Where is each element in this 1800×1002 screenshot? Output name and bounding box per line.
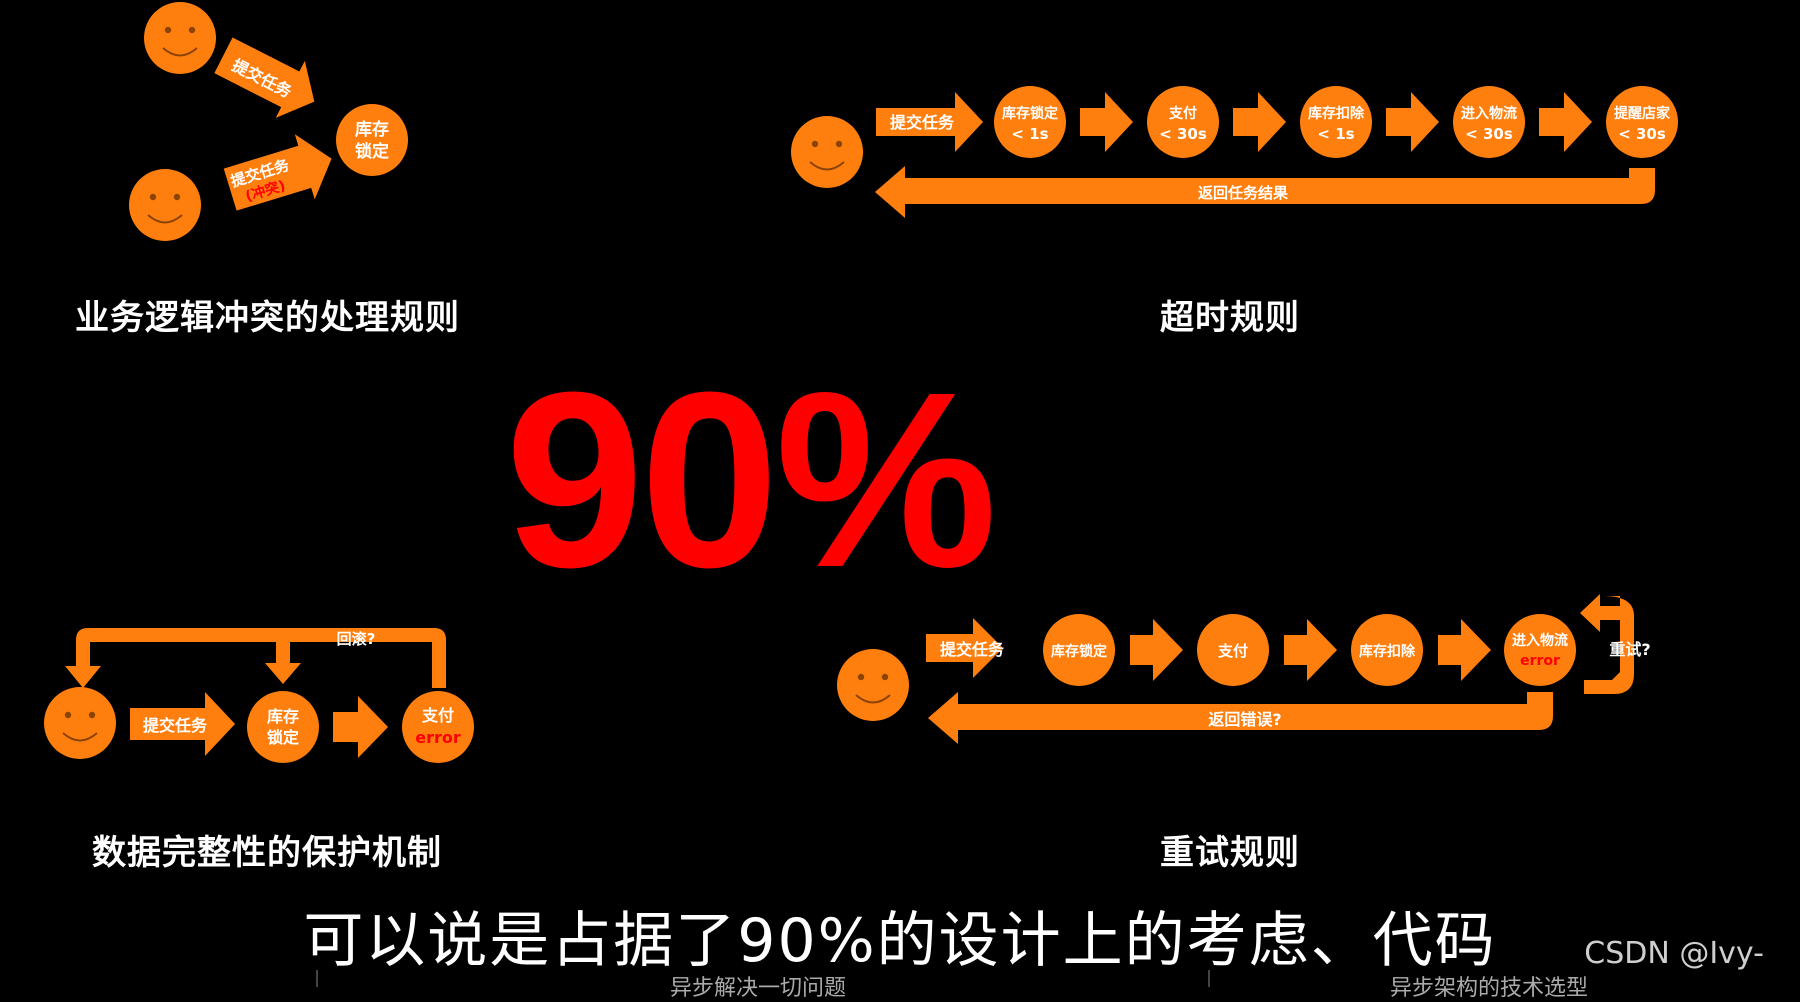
q1-user-bottom-smiley-icon	[128, 168, 202, 242]
q4-start-label: 提交任务	[940, 640, 1005, 659]
q1-user-top-smiley-icon	[143, 1, 217, 75]
q2-step-1	[994, 86, 1066, 158]
q4-step-2-name: 支付	[1217, 642, 1248, 660]
bottom-chapter-right: 异步架构的技术选型	[1390, 976, 1589, 1001]
q2-user-smiley-icon	[790, 115, 864, 189]
q3-pay-node	[402, 691, 474, 763]
q3-arrow-to-pay	[333, 696, 388, 758]
q4-step-1	[1043, 614, 1115, 686]
q4-diagram: 提交任务 库存锁定 支付 库存扣除 进入物流 error 重试? 返回错误?	[836, 594, 1651, 744]
q4-step-3	[1351, 614, 1423, 686]
q4-return-arrow	[928, 692, 1553, 744]
q4-logistics-name: 进入物流	[1512, 632, 1568, 649]
q2-step-3	[1300, 86, 1372, 158]
q2-arrow-3	[1386, 92, 1439, 152]
q3-rollback-label: 回滚?	[337, 630, 376, 648]
q4-retry-arrow	[1580, 594, 1634, 694]
csdn-watermark: CSDN @Ivy-	[1584, 936, 1764, 971]
q2-step-5	[1606, 86, 1678, 158]
q4-arrow-3	[1438, 619, 1491, 681]
q1-heading: 业务逻辑冲突的处理规则	[75, 298, 460, 338]
q3-pay-line1: 支付	[421, 706, 454, 725]
q2-heading: 超时规则	[1160, 298, 1300, 338]
q2-step-5-name: 提醒店家	[1614, 105, 1671, 122]
q4-arrow-1	[1130, 619, 1183, 681]
q1-node-line1: 库存	[355, 119, 389, 140]
q2-step-2-time: < 30s	[1159, 125, 1207, 143]
q2-arrow-1	[1080, 92, 1133, 152]
q1-inventory-lock-node	[336, 104, 408, 176]
q4-user-smiley-icon	[836, 648, 910, 722]
q3-user-smiley-icon	[43, 686, 117, 760]
q1-arrow-submit-bottom	[223, 134, 332, 211]
q3-pay-error: error	[415, 728, 461, 747]
q2-start-label: 提交任务	[890, 113, 955, 132]
q2-return-arrow	[875, 166, 1655, 218]
q2-step-1-name: 库存锁定	[1002, 105, 1058, 122]
q3-inventory-lock-node	[247, 691, 319, 763]
q2-step-3-time: < 1s	[1317, 125, 1354, 143]
q2-step-5-time: < 30s	[1618, 125, 1666, 143]
q2-diagram: 提交任务 库存锁定 < 1s 支付 < 30s 库存扣除 < 1s 进入物流 <…	[790, 86, 1678, 218]
q1-diagram: 提交任务 提交任务 (冲突) 库存 锁定	[128, 1, 408, 242]
q4-step-1-name: 库存锁定	[1051, 643, 1107, 660]
q2-step-3-name: 库存扣除	[1308, 105, 1365, 122]
q3-diagram: 回滚? 提交任务 库存 锁定 支付 error	[43, 628, 474, 763]
q2-step-4-time: < 30s	[1465, 125, 1513, 143]
q2-step-2-name: 支付	[1168, 105, 1197, 122]
q4-step-3-name: 库存扣除	[1359, 643, 1416, 660]
q4-heading: 重试规则	[1160, 833, 1300, 873]
q2-step-4-name: 进入物流	[1461, 105, 1517, 122]
q3-submit-arrow	[130, 692, 235, 756]
q4-logistics-error: error	[1520, 653, 1560, 669]
q2-step-1-time: < 1s	[1011, 125, 1048, 143]
q2-start-arrow	[876, 92, 983, 152]
video-subtitle: 可以说是占据了90%的设计上的考虑、代码	[303, 906, 1497, 976]
q1-arrow-submit-top	[214, 37, 315, 118]
q4-step-2	[1197, 614, 1269, 686]
q2-arrow-2	[1233, 92, 1286, 152]
q2-step-4	[1453, 86, 1525, 158]
center-percentage: 90%	[505, 340, 997, 619]
q2-return-label: 返回任务结果	[1198, 184, 1289, 202]
q2-step-2	[1147, 86, 1219, 158]
bottom-divider-right	[1208, 970, 1210, 987]
q2-arrow-4	[1539, 92, 1592, 152]
q3-submit-label: 提交任务	[143, 716, 208, 735]
q4-return-label: 返回错误?	[1208, 710, 1281, 729]
q4-start-arrow	[926, 618, 1003, 678]
q3-rollback-arrow	[65, 628, 446, 688]
bottom-chapter-left: 异步解决一切问题	[670, 976, 847, 1001]
q3-lock-line1: 库存	[267, 707, 299, 726]
q1-node-line2: 锁定	[355, 141, 389, 162]
q4-arrow-2	[1284, 619, 1337, 681]
bottom-divider-left	[316, 970, 318, 987]
q4-logistics-node	[1504, 614, 1576, 686]
q4-retry-label: 重试?	[1609, 640, 1650, 659]
q3-lock-line2: 锁定	[267, 728, 299, 747]
q3-heading: 数据完整性的保护机制	[92, 833, 442, 873]
